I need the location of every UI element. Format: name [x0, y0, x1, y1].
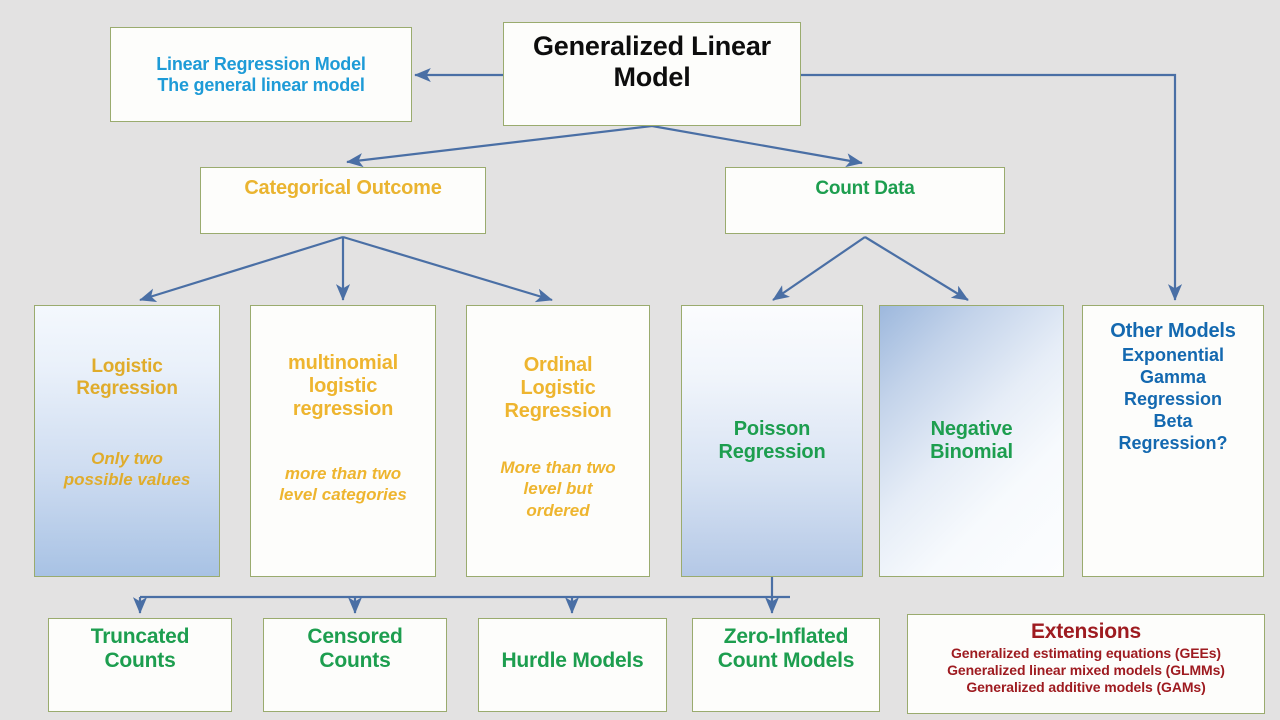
hurdle-models-title: Hurdle Models	[501, 649, 644, 672]
connector-count-to-negative-binomial	[864, 236, 969, 301]
categorical-outcome-title: Categorical Outcome	[244, 177, 442, 199]
node-linear-regression-model[interactable]: Linear Regression Model The general line…	[110, 27, 412, 122]
ordinal-subtitle: More than two level but ordered	[500, 458, 616, 520]
node-logistic-regression[interactable]: Logistic Regression Only two possible va…	[34, 305, 220, 577]
censored-counts-title: Censored Counts	[307, 625, 403, 673]
ordinal-title: Ordinal Logistic Regression	[504, 354, 612, 422]
node-other-models[interactable]: Other Models Exponential Gamma Regressio…	[1082, 305, 1264, 577]
zero-inflated-title: Zero-Inflated Count Models	[717, 625, 855, 673]
node-censored-counts[interactable]: Censored Counts	[263, 618, 447, 712]
glm-title: Generalized Linear Model	[533, 31, 771, 93]
node-multinomial-logistic-regression[interactable]: multinomial logistic regression more tha…	[250, 305, 436, 577]
node-truncated-counts[interactable]: Truncated Counts	[48, 618, 232, 712]
node-poisson-regression[interactable]: Poisson Regression	[681, 305, 863, 577]
node-hurdle-models[interactable]: Hurdle Models	[478, 618, 667, 712]
linear-regression-line1: Linear Regression Model	[156, 53, 366, 74]
node-negative-binomial[interactable]: Negative Binomial	[879, 305, 1064, 577]
linear-regression-line2: The general linear model	[157, 74, 365, 95]
node-zero-inflated-count-models[interactable]: Zero-Inflated Count Models	[692, 618, 880, 712]
node-generalized-linear-model[interactable]: Generalized Linear Model	[503, 22, 801, 126]
poisson-title: Poisson Regression	[718, 418, 826, 463]
multinomial-title: multinomial logistic regression	[287, 352, 399, 420]
extensions-items: Generalized estimating equations (GEEs) …	[947, 645, 1225, 696]
node-ordinal-logistic-regression[interactable]: Ordinal Logistic Regression More than tw…	[466, 305, 650, 577]
logistic-regression-subtitle: Only two possible values	[63, 448, 191, 489]
logistic-regression-title: Logistic Regression	[76, 356, 178, 399]
truncated-counts-title: Truncated Counts	[90, 625, 190, 673]
connector-glm-to-count-data	[651, 124, 863, 168]
multinomial-subtitle: more than two level categories	[279, 464, 407, 505]
connector-categorical-to-ordinal	[342, 235, 553, 303]
node-categorical-outcome[interactable]: Categorical Outcome	[200, 167, 486, 234]
negative-binomial-title: Negative Binomial	[930, 418, 1013, 463]
count-data-title: Count Data	[815, 178, 915, 199]
other-models-items: Exponential Gamma Regression Beta Regres…	[1118, 345, 1228, 453]
other-models-title: Other Models	[1110, 320, 1236, 342]
node-count-data[interactable]: Count Data	[725, 167, 1005, 234]
node-extensions[interactable]: Extensions Generalized estimating equati…	[907, 614, 1265, 714]
extensions-title: Extensions	[1030, 620, 1142, 643]
connector-glm-to-categorical-outcome	[346, 124, 653, 168]
connector-count-to-poisson	[772, 236, 866, 301]
connector-categorical-to-logistic	[139, 235, 344, 303]
